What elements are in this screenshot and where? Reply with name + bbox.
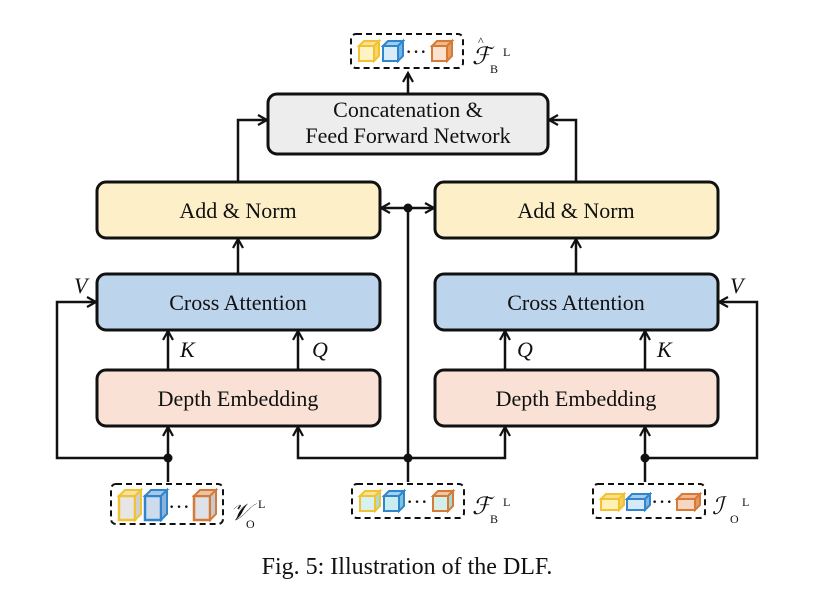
figure-caption: Fig. 5: Illustration of the DLF. xyxy=(262,554,553,580)
cube-icon xyxy=(381,488,407,514)
arrow-v-left xyxy=(55,302,168,460)
label-q-right: Q xyxy=(517,337,533,362)
token-base: ··· ℱ B L xyxy=(351,483,510,526)
junction-text xyxy=(640,453,650,463)
cube-icon xyxy=(674,491,703,513)
label-q-left: Q xyxy=(312,337,328,362)
cross-attention-right-box: Cross Attention xyxy=(433,272,720,332)
cube-icon xyxy=(142,487,170,523)
arrow-v-right xyxy=(645,302,759,460)
token-vision: ··· 𝒱 O L xyxy=(110,483,265,531)
token-base-ellipsis: ··· xyxy=(406,489,428,514)
cube-icon xyxy=(116,487,144,523)
cube-icon xyxy=(356,38,382,64)
arrow-addnorm-right-to-ffn xyxy=(550,120,578,182)
label-v-right: V xyxy=(730,273,746,298)
token-text-sub: O xyxy=(730,512,739,526)
cube-icon xyxy=(430,488,456,514)
token-output-sub: B xyxy=(490,62,498,76)
cube-icon xyxy=(357,488,383,514)
arrow-base-to-depth-right xyxy=(408,428,505,460)
cross-attention-right-label: Cross Attention xyxy=(507,290,645,315)
depth-embedding-left-box: Depth Embedding xyxy=(95,368,382,428)
depth-embedding-left-label: Depth Embedding xyxy=(158,386,319,411)
token-base-sup: L xyxy=(503,495,510,509)
depth-embedding-right-label: Depth Embedding xyxy=(496,386,657,411)
token-text-sup: L xyxy=(742,495,749,509)
token-text: ··· ℐ O L xyxy=(592,483,749,526)
arrow-addnorm-left-to-ffn xyxy=(236,120,266,182)
cube-icon xyxy=(624,491,653,513)
add-norm-left-box: Add & Norm xyxy=(95,180,382,240)
token-output-symbol: ℱ xyxy=(472,44,495,70)
label-v-left: V xyxy=(74,273,90,298)
cube-icon xyxy=(380,38,406,64)
token-vision-sub: O xyxy=(246,517,255,531)
depth-embedding-right-box: Depth Embedding xyxy=(433,368,720,428)
cube-icon xyxy=(191,487,219,523)
add-norm-left-label: Add & Norm xyxy=(179,198,296,223)
junction-vision xyxy=(163,453,173,463)
concat-ffn-box: Concatenation & Feed Forward Network xyxy=(266,92,550,156)
add-norm-right-box: Add & Norm xyxy=(433,180,720,240)
token-vision-ellipsis: ··· xyxy=(168,494,190,519)
cross-attention-left-label: Cross Attention xyxy=(169,290,307,315)
add-norm-right-label: Add & Norm xyxy=(517,198,634,223)
token-text-ellipsis: ··· xyxy=(651,489,673,514)
token-vision-sup: L xyxy=(258,497,265,511)
cube-icon xyxy=(429,38,455,64)
arrow-base-to-depth-left xyxy=(298,428,408,460)
token-output: ··· ℱ ^ B L xyxy=(350,33,510,76)
concat-label-line2: Feed Forward Network xyxy=(305,123,510,148)
label-k-right: K xyxy=(656,337,673,362)
token-text-symbol: ℐ xyxy=(712,494,727,520)
token-output-sup: L xyxy=(503,45,510,59)
token-output-hat: ^ xyxy=(478,34,484,48)
token-output-ellipsis: ··· xyxy=(405,39,427,64)
cube-icon xyxy=(598,491,627,513)
cross-attention-left-box: Cross Attention xyxy=(95,272,382,332)
token-base-sub: B xyxy=(490,512,498,526)
token-base-symbol: ℱ xyxy=(472,494,495,520)
label-k-left: K xyxy=(179,337,196,362)
concat-label-line1: Concatenation & xyxy=(333,97,483,122)
